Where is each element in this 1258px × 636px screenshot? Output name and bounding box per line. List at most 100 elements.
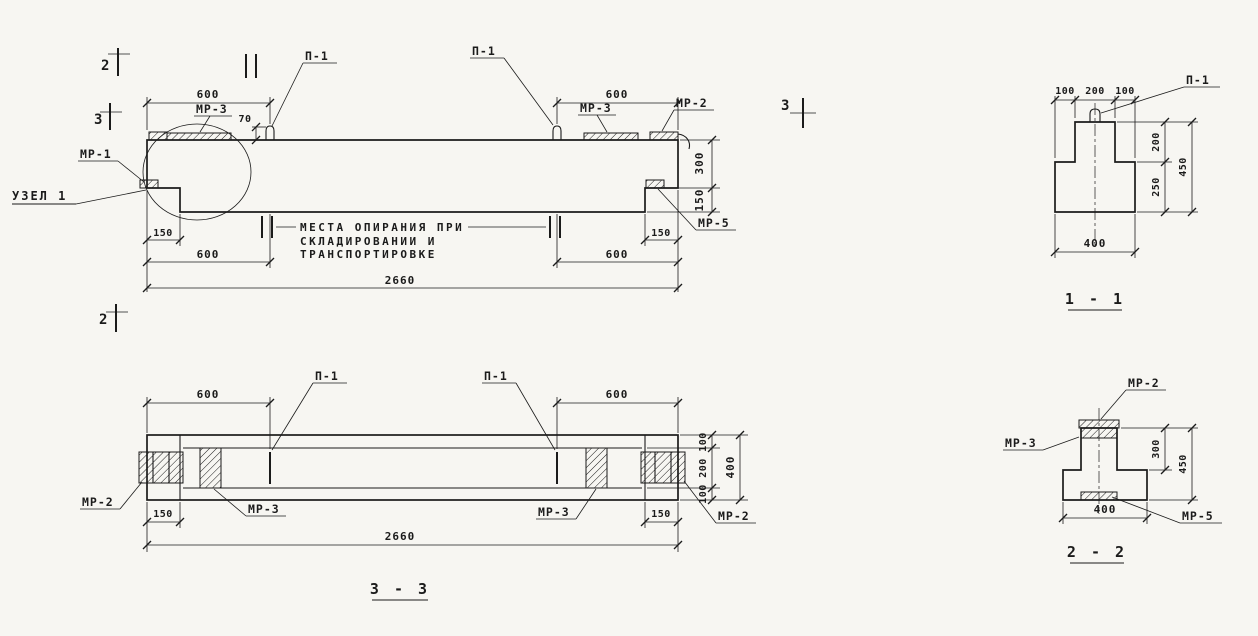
dim-450-s22: 450 [1178,454,1189,474]
extension-lines [1062,427,1198,524]
mr5-plate [645,179,665,189]
beam-outline [146,139,679,213]
support-note: МЕСТА ОПИРАНИЯ ПРИ СКЛАДИРОВАНИИ И ТРАНС… [276,221,546,261]
section-2-2-outline [1062,427,1148,501]
dimension-lines [1058,423,1197,523]
mr2-plate-tail [677,133,691,150]
dim-600-top-right: 600 [606,88,629,101]
plan-view-3-3: 600 600 100 200 100 400 150 150 2660 П-1… [80,369,756,601]
mr2-anchor-right [640,451,686,484]
svg-text:МР-2: МР-2 [718,509,750,523]
dim-600-bottom-left: 600 [197,248,220,261]
svg-text:МР-2: МР-2 [82,495,114,509]
dim-300-side: 300 [693,152,706,175]
svg-text:2 - 2: 2 - 2 [1067,543,1127,561]
extension-lines [1054,96,1198,258]
svg-text:МР-2: МР-2 [1128,376,1160,390]
view-title-1-1: 1 - 1 [1065,290,1125,311]
dim-150-side: 150 [693,189,706,212]
callout-mr3-plan-right: МР-3 [536,488,597,520]
dim-600-top-left: 600 [197,88,220,101]
lifting-loop-icon [552,125,562,140]
dim-150-plan-left: 150 [153,509,173,520]
dimension-lines [142,398,745,550]
svg-text:3 - 3: 3 - 3 [370,580,430,598]
svg-text:МР-3: МР-3 [196,102,228,116]
dim-150-bottom-right: 150 [651,228,671,239]
callout-mr3-left: МР-3 [194,102,232,133]
callout-mr1: МР-1 [78,147,145,183]
dim-400-s11: 400 [1084,237,1107,250]
svg-text:МР-3: МР-3 [580,101,612,115]
dim-100-s11-right: 100 [1115,86,1135,97]
svg-text:П-1: П-1 [315,369,339,383]
dim-2660-plan: 2660 [385,530,416,543]
extension-lines [146,97,720,292]
svg-text:МР-3: МР-3 [248,502,280,516]
mr2-corner-plate [649,131,679,141]
note-line-1: МЕСТА ОПИРАНИЯ ПРИ [300,221,464,234]
dim-200-plan: 200 [698,458,709,478]
section-1-1-outline [1054,121,1136,213]
section-marker-3-right: 3 [781,98,816,128]
svg-text:МР-5: МР-5 [698,216,730,230]
callout-mr3-plan-left: МР-3 [213,488,286,517]
callout-mr3-right: МР-3 [578,101,616,133]
section-marker-2-top: 2 [101,48,130,76]
callout-mr5: МР-5 [657,188,736,231]
svg-text:П-1: П-1 [1186,73,1210,87]
svg-text:П-1: П-1 [472,44,496,58]
callout-mr2-top: МР-2 [661,96,714,132]
callout-p1-plan-left: П-1 [271,369,347,451]
section-1-1: 100 200 100 200 250 450 400 П-1 1 - 1 [1050,73,1220,311]
dim-100-plan-bottom: 100 [698,484,709,504]
dim-450-s11: 450 [1178,157,1189,177]
svg-text:МР-1: МР-1 [80,147,112,161]
node-leader [75,189,147,205]
dim-400-s22: 400 [1094,503,1117,516]
note-line-2: СКЛАДИРОВАНИИ И [300,235,437,248]
mr3-plate-right [583,132,639,141]
dim-100-plan-top: 100 [698,432,709,452]
svg-text:П-1: П-1 [305,49,329,63]
dim-250-s11: 250 [1151,177,1162,197]
mr2-anchor-left [138,451,184,484]
svg-text:П-1: П-1 [484,369,508,383]
section-marker-2-bottom: 2 [99,304,128,332]
svg-text:МР-2: МР-2 [676,96,708,110]
svg-text:2: 2 [99,312,107,328]
callout-p1-left: П-1 [271,49,337,127]
dim-300-s22: 300 [1151,439,1162,459]
svg-text:3: 3 [781,98,789,114]
dim-70: 70 [238,114,251,125]
dim-400-plan: 400 [724,456,737,479]
callout-p1-plan-right: П-1 [482,369,556,451]
callout-mr2-plan-left: МР-2 [80,481,143,510]
cut-ticks [245,54,561,238]
dimension-lines [1050,95,1197,257]
lifting-loop-icon [265,125,275,140]
view-title-3-3: 3 - 3 [370,580,430,601]
callout-mr2-plan-right: МР-2 [683,480,756,524]
note-line-3: ТРАНСПОРТИРОВКЕ [300,248,437,261]
callout-mr3-s22: МР-3 [1003,436,1080,451]
node-label: УЗЕЛ 1 [12,189,67,203]
detail-circle [142,123,252,221]
dim-600-plan-right: 600 [606,388,629,401]
mr1-plate [139,179,159,189]
dim-150-plan-right: 150 [651,509,671,520]
mr3-band-left [199,447,222,489]
dim-100-s11-left: 100 [1055,86,1075,97]
dim-2660: 2660 [385,274,416,287]
svg-text:1 - 1: 1 - 1 [1065,290,1125,308]
callout-mr2-s22: МР-2 [1100,376,1166,420]
section-marker-3-left: 3 [94,103,122,130]
svg-text:МР-3: МР-3 [1005,436,1037,450]
svg-text:3: 3 [94,112,102,128]
mr3-band-right [585,447,608,489]
dim-200-s11-top: 200 [1085,86,1105,97]
extension-lines [146,397,748,552]
dim-150-bottom-left: 150 [153,228,173,239]
